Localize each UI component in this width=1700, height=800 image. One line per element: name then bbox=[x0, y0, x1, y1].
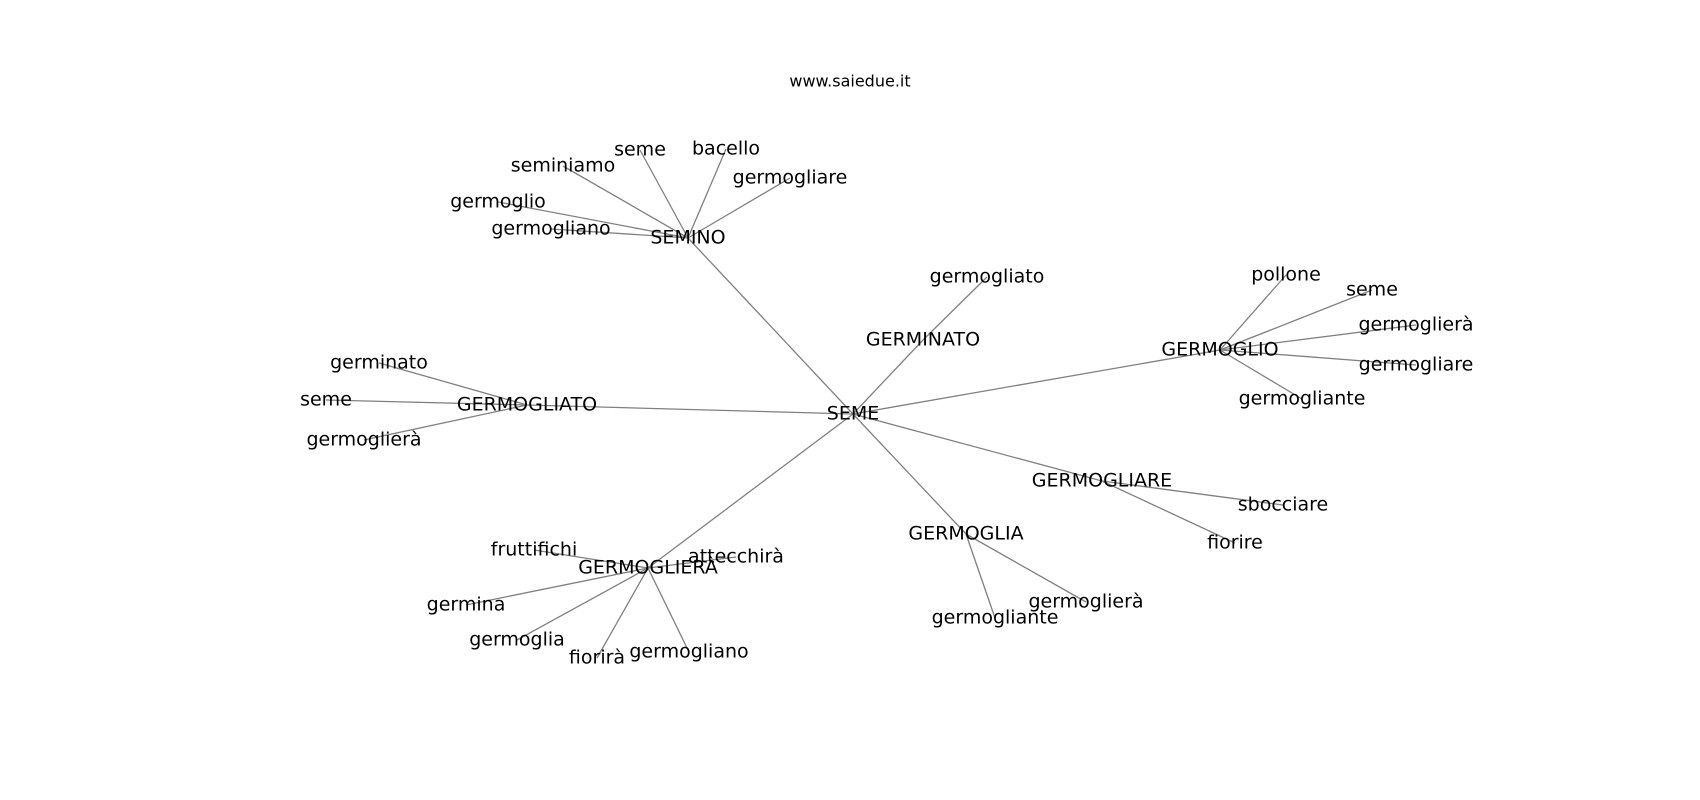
edge-germogliera-germoglia bbox=[516, 567, 649, 641]
edge-germoglio-germogliera bbox=[1219, 324, 1417, 351]
edge-semino-seminiamo bbox=[562, 165, 689, 239]
node-semino: SEMINO bbox=[650, 227, 725, 249]
node-germoglia: GERMOGLIA bbox=[908, 523, 1023, 545]
edge-germoglia-germogliante bbox=[965, 533, 996, 619]
node-germinato: GERMINATO bbox=[866, 329, 980, 351]
edge-semino-germoglio bbox=[497, 201, 689, 239]
edge-semino-germogliano bbox=[550, 228, 689, 239]
edge-seme-germoglia bbox=[852, 413, 967, 535]
node-germogliera: germoglierà bbox=[306, 429, 421, 451]
node-fiorira: fiorirà bbox=[569, 647, 625, 669]
root-node-seme: SEME bbox=[827, 403, 879, 425]
edge-germoglio-seme bbox=[1219, 289, 1373, 351]
node-germogliante: germogliante bbox=[932, 607, 1059, 629]
edge-seme-semino bbox=[687, 237, 854, 415]
site-title: www.saiedue.it bbox=[789, 72, 910, 91]
node-germina: germina bbox=[427, 594, 506, 616]
edge-seme-germogliera bbox=[647, 413, 854, 569]
edge-seme-germogliare bbox=[852, 413, 1103, 482]
node-attecchira: attecchirà bbox=[688, 546, 784, 568]
edge-germogliera-attecchira bbox=[647, 556, 737, 569]
edge-germogliato-seme bbox=[325, 399, 528, 406]
node-germoglio: GERMOGLIO bbox=[1161, 339, 1278, 361]
edge-semino-bacello bbox=[687, 148, 727, 239]
edge-germogliera-fiorira bbox=[596, 567, 649, 659]
edge-germoglio-germogliare bbox=[1219, 349, 1417, 366]
node-germogliano: germogliano bbox=[629, 641, 748, 663]
node-germinato: germinato bbox=[330, 352, 428, 374]
edge-germoglio-germogliante bbox=[1219, 349, 1303, 400]
node-fiorire: fiorire bbox=[1207, 532, 1263, 554]
node-germogliare: GERMOGLIARE bbox=[1032, 470, 1172, 492]
node-germoglio: germoglio bbox=[450, 191, 546, 213]
edge-germogliato-germogliera bbox=[363, 404, 528, 441]
node-germoglia: germoglia bbox=[469, 629, 565, 651]
node-pollone: pollone bbox=[1251, 264, 1321, 286]
node-seminiamo: seminiamo bbox=[511, 155, 615, 177]
node-germogliera: GERMOGLIERÀ bbox=[578, 556, 718, 579]
edge-germogliera-germogliano bbox=[647, 567, 690, 653]
node-germogliante: germogliante bbox=[1239, 388, 1366, 410]
graph-nodes: SEME SEMINO GERMINATO GERMOGLIO GERMOGLIATO G… bbox=[300, 138, 1473, 669]
node-germogliare: germogliare bbox=[733, 167, 848, 189]
node-seme: seme bbox=[1346, 279, 1398, 301]
edge-germogliato-germinato bbox=[378, 362, 528, 406]
node-germogliato: germogliato bbox=[930, 266, 1045, 288]
edge-germoglia-germogliera bbox=[965, 533, 1087, 603]
node-sbocciare: sbocciare bbox=[1238, 494, 1328, 516]
graph-edges bbox=[325, 148, 1417, 659]
edge-germinato-germogliato bbox=[922, 276, 988, 341]
node-germogliato: GERMOGLIATO bbox=[457, 394, 597, 416]
edge-semino-seme bbox=[639, 149, 689, 239]
edge-germogliera-fruttifichi bbox=[533, 549, 649, 569]
node-fruttifichi: fruttifichi bbox=[491, 539, 577, 561]
edge-germogliare-sbocciare bbox=[1101, 480, 1284, 506]
node-seme: seme bbox=[300, 389, 352, 411]
edge-germogliare-fiorire bbox=[1101, 480, 1236, 544]
node-germogliera: germoglierà bbox=[1028, 591, 1143, 613]
edge-semino-germogliare bbox=[687, 177, 791, 239]
edge-seme-germogliato bbox=[526, 404, 854, 415]
node-seme: seme bbox=[614, 139, 666, 161]
edge-germogliera-germina bbox=[465, 567, 649, 606]
edge-seme-germinato bbox=[852, 339, 924, 415]
node-germogliare: germogliare bbox=[1359, 354, 1474, 376]
node-germogliera: germoglierà bbox=[1358, 314, 1473, 336]
edge-seme-germoglio bbox=[852, 349, 1221, 415]
edge-germoglio-pollone bbox=[1219, 274, 1287, 351]
node-bacello: bacello bbox=[692, 138, 760, 160]
node-germogliano: germogliano bbox=[491, 218, 610, 240]
